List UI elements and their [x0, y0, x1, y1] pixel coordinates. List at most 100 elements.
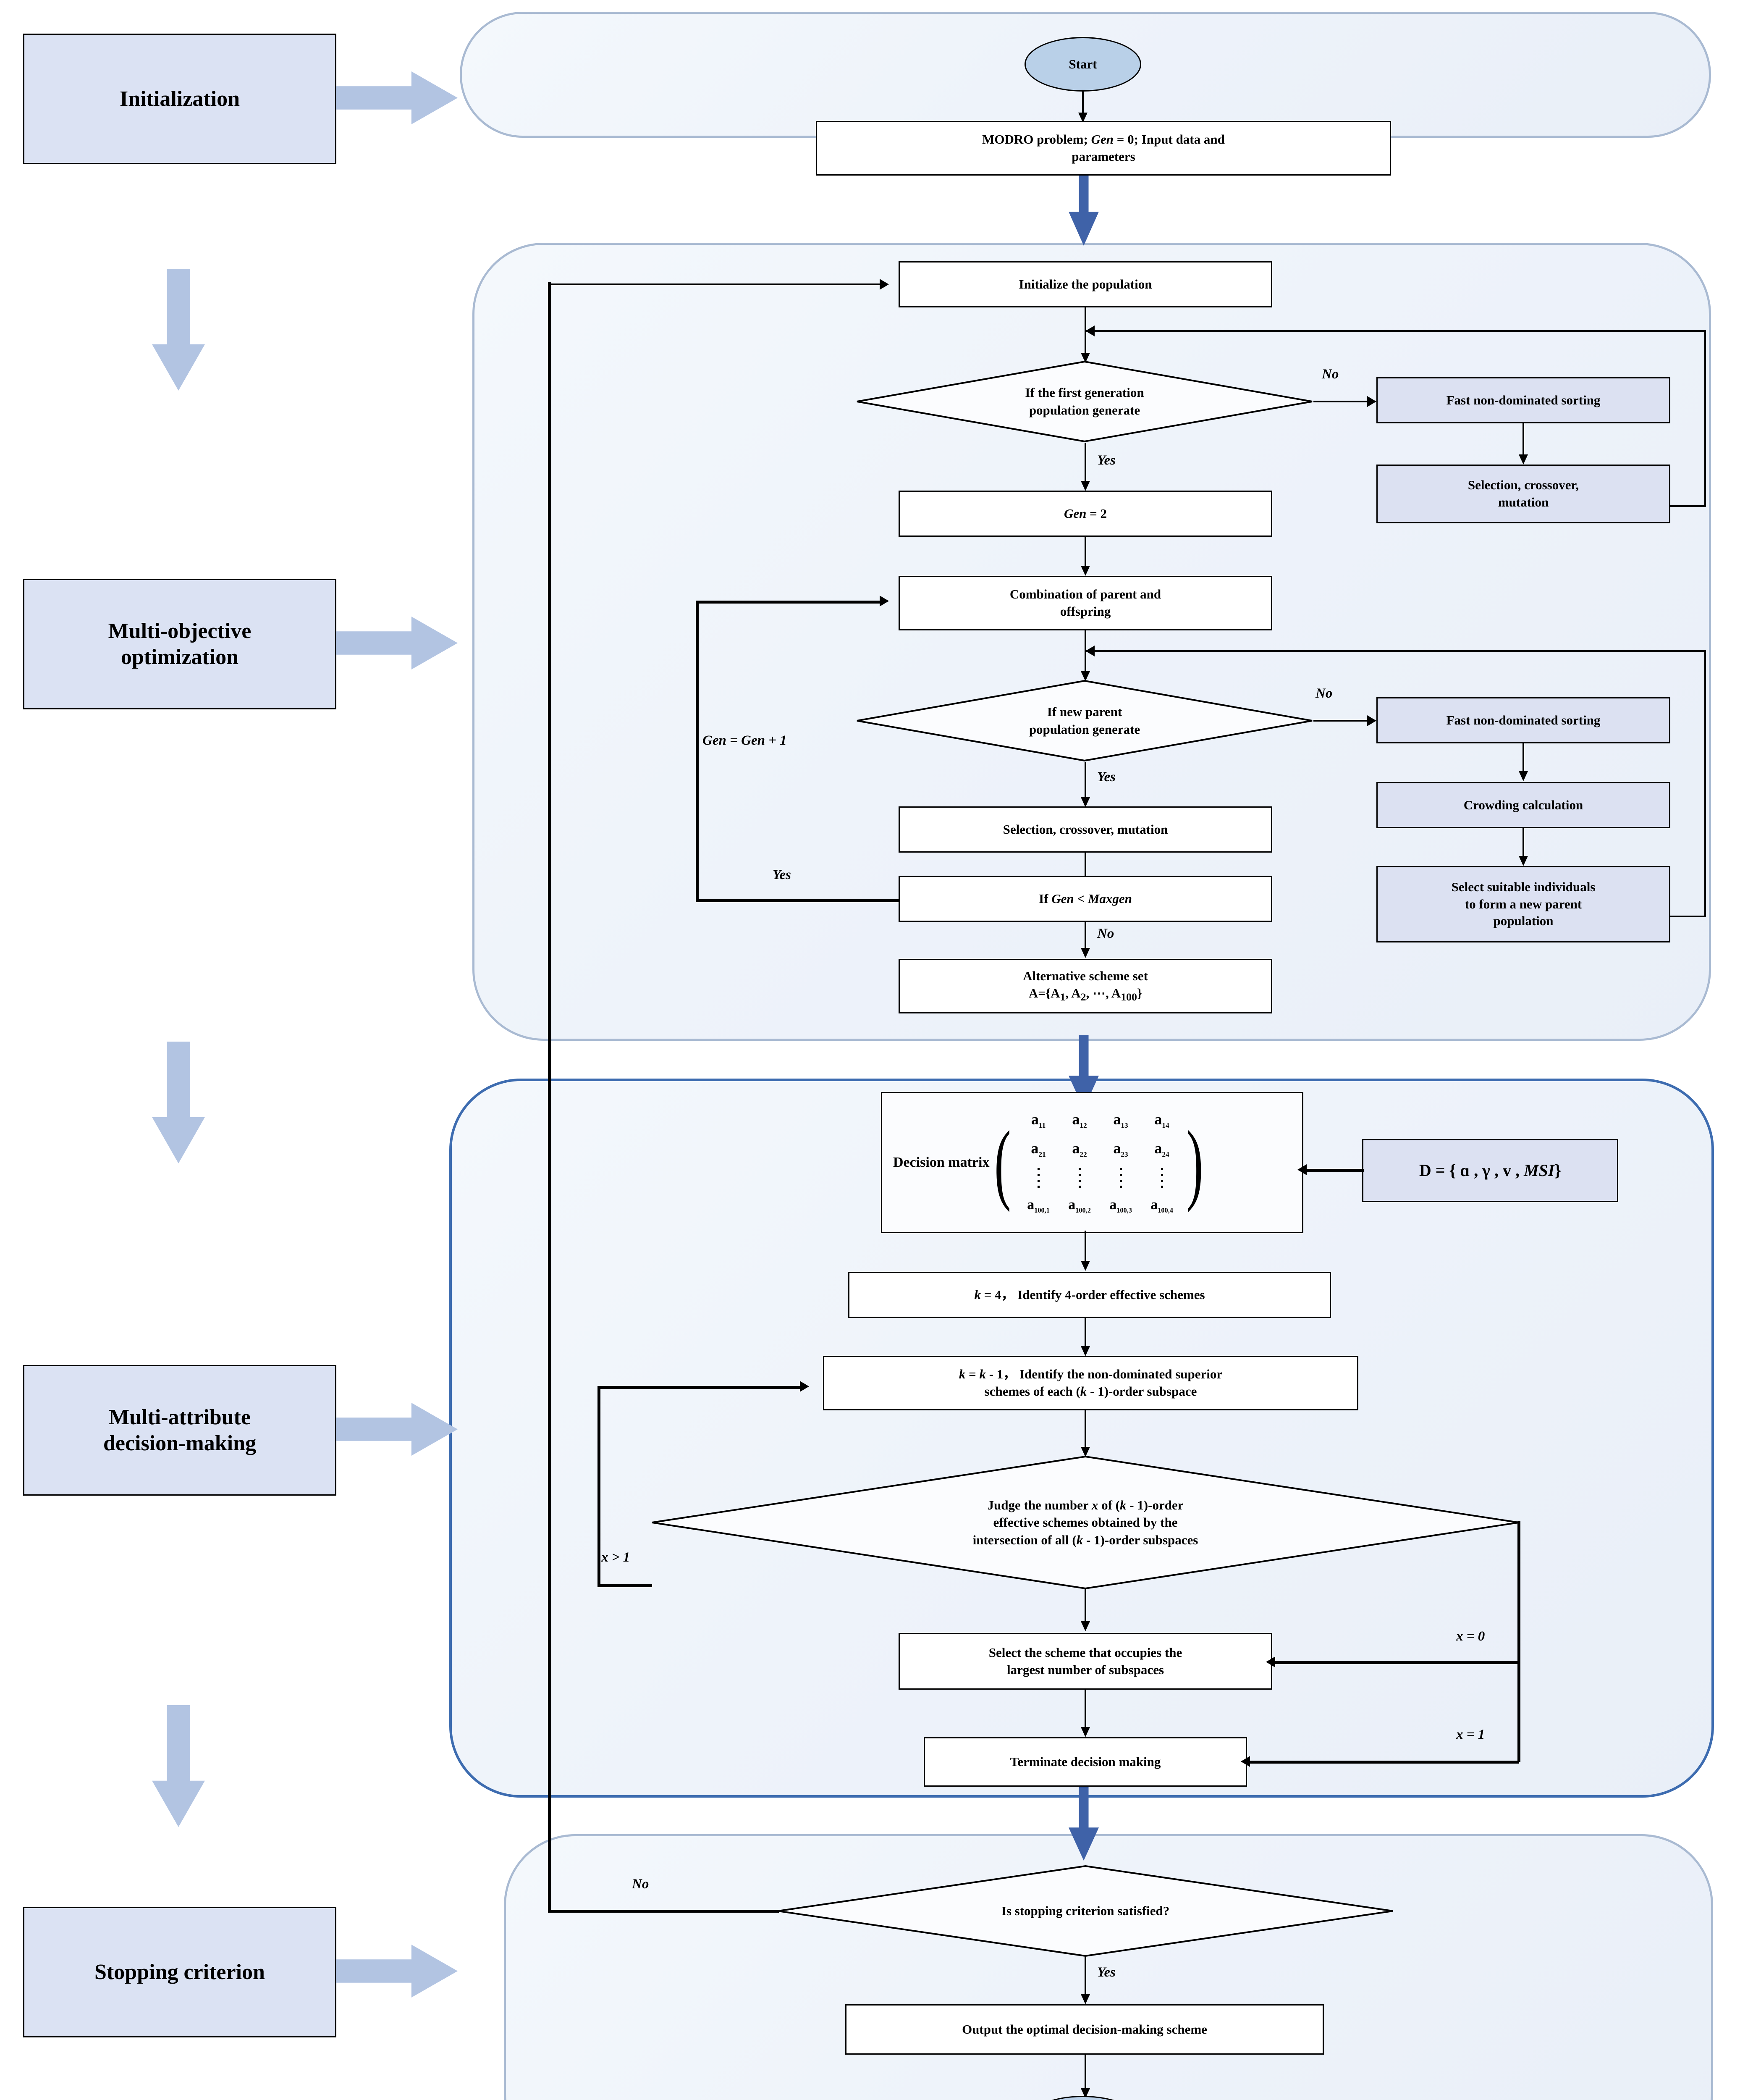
block-arrow-down-2	[152, 1042, 205, 1163]
arrowhead-criteria-to-matrix	[1297, 1164, 1307, 1175]
arrowhead-decision1-no	[1367, 396, 1376, 407]
edge-x1-horizontal	[1249, 1761, 1519, 1764]
arrowhead-decision2-yes	[1081, 797, 1090, 807]
node-label: Output the optimal decision-making schem…	[962, 2021, 1207, 2037]
edge-stop-yes	[1085, 1957, 1086, 2001]
arrowhead-selectsuitable-loop-back	[1085, 646, 1095, 656]
edge-gen2-to-combination	[1085, 537, 1086, 572]
matrix-vdots	[1161, 1168, 1163, 1188]
arrowhead-combination-to-decision2	[1081, 671, 1090, 681]
edge-fastsort2-to-crowding	[1523, 743, 1524, 777]
node-if-gen-less-maxgen[interactable]: If Gen < Maxgen	[899, 876, 1272, 922]
arrowhead-gen-increment	[880, 596, 889, 606]
matrix-cell: a21	[1031, 1139, 1046, 1158]
node-selection-crossover-mutation-2[interactable]: Selection, crossover, mutation	[899, 806, 1272, 853]
node-k-equals-4[interactable]: k = 4， Identify 4-order effective scheme…	[848, 1272, 1331, 1318]
block-arrow-to-decision-making	[336, 1403, 458, 1456]
node-fast-non-dominated-sorting-1[interactable]: Fast non-dominated sorting	[1376, 377, 1670, 423]
block-arrow-to-initialization	[336, 71, 458, 124]
edge-label-yes-stop: Yes	[1097, 1965, 1116, 1980]
block-arrow-to-stopping-criterion	[336, 1945, 458, 1998]
decision-matrix-label: Decision matrix	[893, 1155, 990, 1170]
category-label-multi-objective-optimization: Multi-objective optimization	[23, 579, 336, 709]
matrix-vdots	[1037, 1168, 1040, 1188]
edge-decision1-no	[1313, 401, 1370, 402]
node-k-minus-1-identify[interactable]: k = k - 1， Identify the non-dominated su…	[823, 1356, 1358, 1410]
edge-loopback-to-initialize	[548, 284, 880, 285]
edge-gen-increment-bottom	[696, 899, 901, 902]
edge-xgt1-vertical	[597, 1386, 600, 1587]
arrowhead-decision2-no	[1367, 715, 1376, 726]
node-stopping-criterion-decision[interactable]: Is stopping criterion satisfied?	[777, 1865, 1394, 1957]
edge-matrix-to-k4	[1085, 1231, 1086, 1268]
edge-label-gen-increment: Gen = Gen + 1	[702, 733, 787, 748]
edge-select-largest-to-terminate	[1085, 1690, 1086, 1734]
edge-label-no-maxgen: No	[1097, 926, 1114, 941]
arrowhead-xgt1-into-kminus1	[800, 1381, 809, 1392]
node-criteria-set[interactable]: D = { ɑ , γ , v , MSI}	[1362, 1139, 1618, 1202]
stage-arrow-init-to-optimization	[1069, 170, 1099, 246]
category-label-multi-attribute-decision-making: Multi-attribute decision-making	[23, 1365, 336, 1496]
edge-gen-increment-into-combination	[696, 601, 883, 604]
matrix-cell: a14	[1154, 1111, 1169, 1130]
node-terminate-decision-making[interactable]: Terminate decision making	[924, 1737, 1247, 1787]
edge-selcross2-to-maxgen	[1085, 853, 1086, 884]
node-label: Fast non-dominated sorting	[1446, 712, 1601, 727]
edge-decision2-no	[1313, 720, 1370, 722]
node-label: D = { ɑ , γ , v , MSI}	[1419, 1160, 1562, 1180]
edge-x0-horizontal	[1274, 1661, 1519, 1664]
edge-label-yes-1: Yes	[1097, 453, 1116, 468]
edge-maxgen-to-altset	[1085, 922, 1086, 956]
arrowhead-loopback-to-initialize	[880, 279, 889, 290]
edge-no-stop-vertical	[548, 282, 551, 1911]
matrix-cell: a11	[1031, 1111, 1046, 1130]
edge-xgt1-into-kminus1	[597, 1386, 803, 1389]
arrowhead-crowding-to-select-suitable	[1519, 856, 1528, 866]
arrowhead-matrix-to-k4	[1081, 1261, 1090, 1271]
node-decision-matrix[interactable]: Decision matrix ( a11 a12 a13 a14 a21 a2…	[881, 1092, 1303, 1233]
node-gen-equals-2[interactable]: Gen = 2	[899, 491, 1272, 537]
category-label-stopping-criterion: Stopping criterion	[23, 1907, 336, 2037]
arrowhead-selcross1-loop-back	[1085, 326, 1095, 336]
node-label: Gen = 2	[1064, 506, 1107, 521]
node-label: k = k - 1， Identify the non-dominated su…	[959, 1367, 1223, 1399]
edge-selectsuitable-loop-up	[1704, 650, 1706, 917]
node-fast-non-dominated-sorting-2[interactable]: Fast non-dominated sorting	[1376, 697, 1670, 743]
arrowhead-judge-to-select-largest	[1081, 1621, 1090, 1631]
node-crowding-calculation[interactable]: Crowding calculation	[1376, 782, 1670, 828]
edge-x0-vertical	[1517, 1521, 1520, 1662]
matrix-right-paren: )	[1187, 1112, 1203, 1213]
edge-k4-to-kminus1	[1085, 1318, 1086, 1354]
arrowhead-fastsort1-to-selcross1	[1519, 454, 1528, 465]
node-selection-crossover-mutation-1[interactable]: Selection, crossover,mutation	[1376, 465, 1670, 523]
edge-label-x-gt-1: x > 1	[601, 1550, 630, 1565]
category-text: Multi-attribute decision-making	[103, 1405, 257, 1455]
block-arrow-down-1	[152, 269, 205, 391]
arrowhead-gen2-to-combination	[1081, 566, 1090, 576]
node-label: Selection, crossover, mutation	[1003, 822, 1168, 837]
category-text: Multi-objective optimization	[108, 619, 252, 669]
node-start[interactable]: Start	[1025, 37, 1141, 92]
node-label: If Gen < Maxgen	[1039, 891, 1132, 906]
node-output-optimal-scheme[interactable]: Output the optimal decision-making schem…	[845, 2004, 1324, 2055]
node-label: Initialize the population	[1019, 276, 1152, 291]
edge-label-no-stop: No	[632, 1877, 649, 1892]
arrowhead-x1	[1241, 1756, 1250, 1767]
matrix-vdots	[1078, 1168, 1081, 1188]
node-label: Crowding calculation	[1463, 797, 1583, 812]
node-initialize-population[interactable]: Initialize the population	[899, 261, 1272, 307]
